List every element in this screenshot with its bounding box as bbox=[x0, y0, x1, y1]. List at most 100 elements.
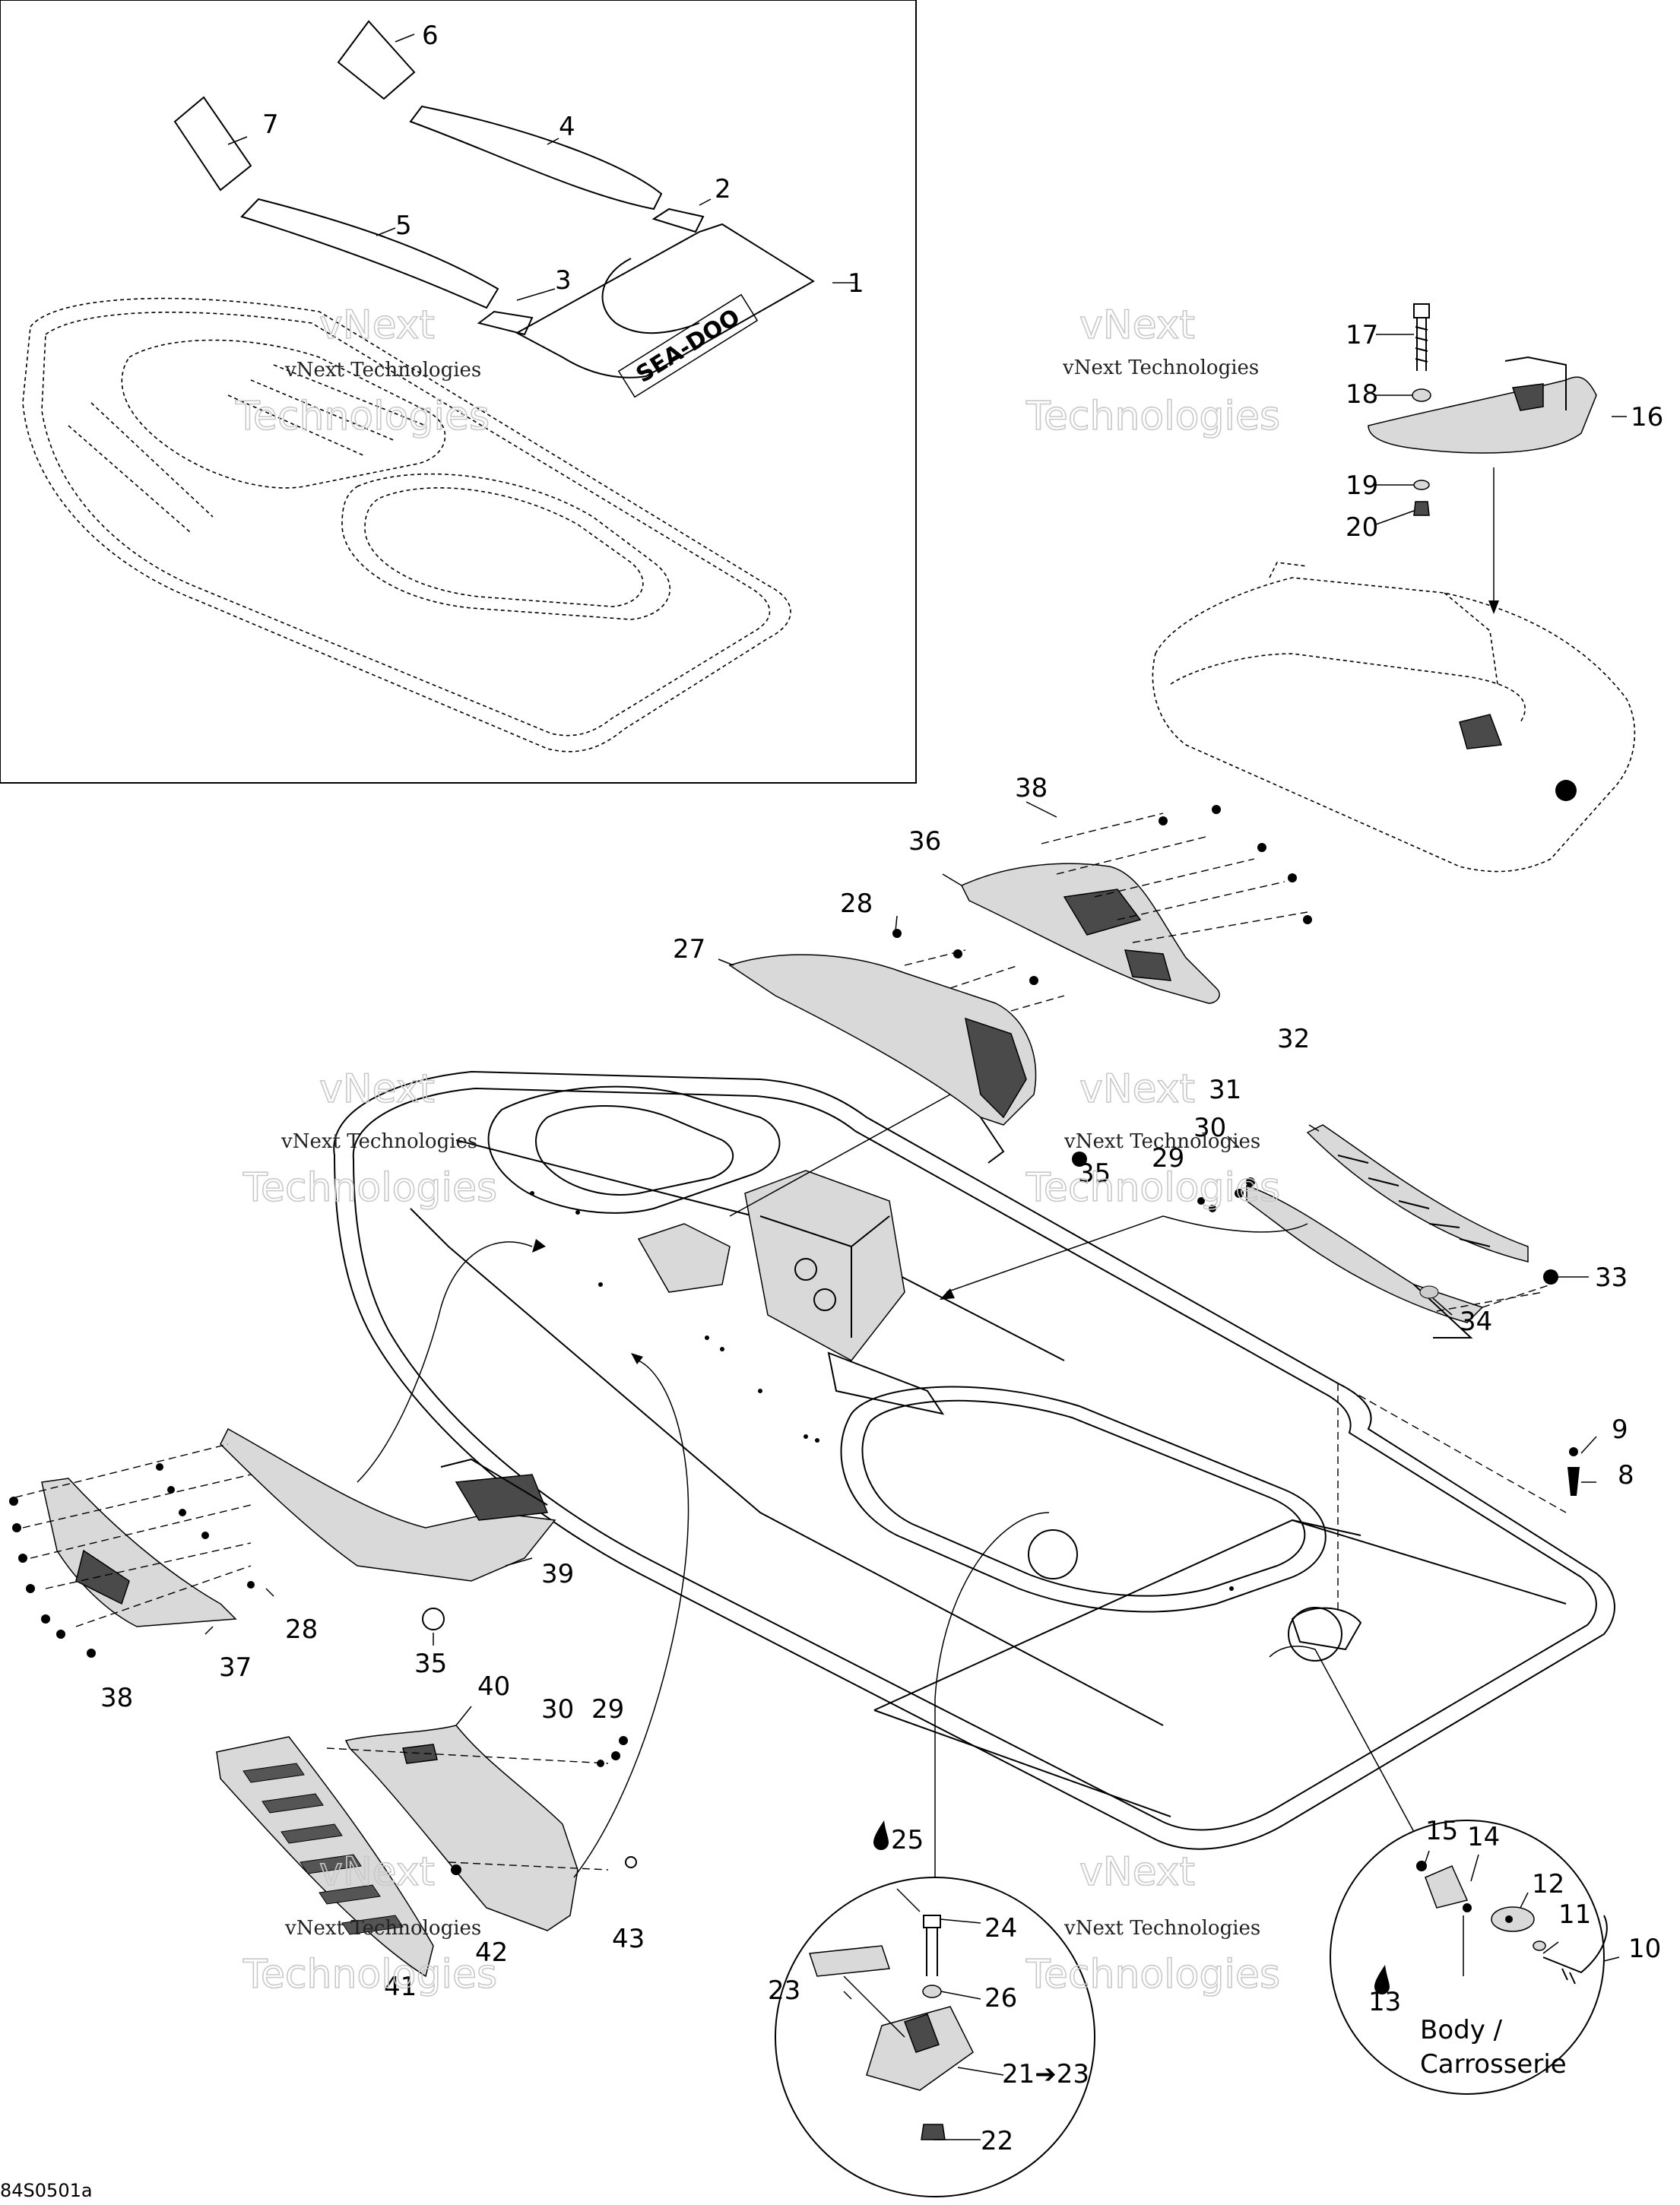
pad-23 bbox=[808, 1945, 891, 1977]
clip-9 bbox=[1569, 1447, 1578, 1456]
callout-7: 7 bbox=[262, 109, 279, 140]
grab-handle bbox=[1368, 376, 1597, 454]
svg-text:vNext: vNext bbox=[319, 1849, 435, 1895]
sea-doo-logo: SEA-DOO bbox=[617, 293, 759, 398]
callout-5: 5 bbox=[395, 211, 412, 241]
side-panel-40 bbox=[326, 1353, 689, 1931]
callout-30-right: 30 bbox=[1193, 1113, 1226, 1143]
callout-31: 31 bbox=[1209, 1075, 1241, 1105]
screw-35-top bbox=[1072, 1152, 1087, 1167]
callout-28-top: 28 bbox=[840, 889, 873, 919]
callout-8: 8 bbox=[1618, 1460, 1634, 1491]
decal-4 bbox=[409, 105, 663, 211]
rivets-28-left bbox=[156, 1463, 255, 1589]
callout-29-right: 29 bbox=[1152, 1143, 1184, 1174]
callout-13-group: 13 bbox=[1368, 1965, 1401, 2017]
washer-11 bbox=[1533, 1940, 1546, 1951]
decal-1 bbox=[515, 223, 815, 379]
callout-35-top: 35 bbox=[1078, 1158, 1111, 1189]
callout-40: 40 bbox=[477, 1671, 510, 1702]
svg-text:SEA-DOO: SEA-DOO bbox=[632, 304, 745, 388]
callout-20: 20 bbox=[1346, 512, 1378, 543]
mount-holes bbox=[530, 1191, 1234, 1591]
screw-42 bbox=[451, 1864, 461, 1875]
svg-text:Technologies: Technologies bbox=[235, 394, 490, 439]
svg-text:vNext: vNext bbox=[319, 1066, 435, 1112]
callout-25: 25 bbox=[891, 1825, 924, 1855]
svg-text:vNext Technologies: vNext Technologies bbox=[1063, 1917, 1260, 1940]
svg-text:Technologies: Technologies bbox=[1025, 1165, 1280, 1211]
watermark-6: vNext vNext Technologies Technologies bbox=[1025, 1849, 1281, 1998]
callout-13: 13 bbox=[1368, 1987, 1401, 2017]
washer-43 bbox=[625, 1856, 637, 1868]
drawing-code: 84S0501a bbox=[0, 2180, 93, 2201]
svg-text:Technologies: Technologies bbox=[1025, 1952, 1280, 1997]
callout-2: 2 bbox=[715, 174, 731, 204]
svg-text:vNext: vNext bbox=[1079, 1066, 1195, 1112]
callout-37: 37 bbox=[219, 1652, 252, 1683]
callout-38-top: 38 bbox=[1015, 773, 1048, 803]
rivets-28-top bbox=[892, 929, 1038, 985]
callout-42: 42 bbox=[475, 1937, 508, 1968]
callout-39: 39 bbox=[541, 1559, 574, 1589]
loctite-drop-icon bbox=[1374, 1965, 1390, 1994]
side-panel-39 bbox=[220, 1239, 556, 1582]
detail-circle-bracket bbox=[775, 1512, 1095, 2197]
callout-11: 11 bbox=[1558, 1899, 1591, 1930]
washer-34 bbox=[1419, 1285, 1439, 1299]
callout-6: 6 bbox=[422, 21, 439, 51]
washer-19 bbox=[1413, 480, 1430, 490]
callout-26: 26 bbox=[984, 1983, 1017, 2013]
callout-36: 36 bbox=[908, 826, 941, 857]
inset-hull-outline bbox=[22, 297, 791, 752]
loctite-drop-icon bbox=[873, 1820, 889, 1850]
svg-text:Technologies: Technologies bbox=[242, 1165, 497, 1211]
callout-10: 10 bbox=[1628, 1934, 1661, 1964]
callout-38-left: 38 bbox=[100, 1683, 133, 1713]
body-label-line2: Carrosserie bbox=[1420, 2049, 1567, 2080]
watermark-1: vNext vNext Technologies Technologies bbox=[234, 302, 490, 440]
nut-20 bbox=[1413, 501, 1430, 516]
svg-text:vNext Technologies: vNext Technologies bbox=[284, 1917, 481, 1940]
callout-14: 14 bbox=[1467, 1822, 1500, 1852]
callout-12: 12 bbox=[1532, 1869, 1564, 1899]
side-panel-41 bbox=[216, 1736, 434, 1978]
main-hull bbox=[333, 1070, 1615, 1850]
side-panel-27 bbox=[728, 949, 1065, 1217]
callout-15: 15 bbox=[1425, 1816, 1458, 1846]
decal-inset: SEA-DOO bbox=[0, 0, 917, 784]
callout-18: 18 bbox=[1346, 379, 1378, 410]
svg-text:Technologies: Technologies bbox=[1025, 394, 1280, 439]
leader-lines bbox=[204, 33, 1627, 2140]
hook-10 bbox=[1542, 1915, 1608, 1974]
screw-35-left bbox=[422, 1608, 445, 1630]
callout-17: 17 bbox=[1346, 320, 1378, 350]
seat bbox=[1152, 303, 1636, 873]
inset-frame bbox=[0, 0, 917, 784]
callout-19: 19 bbox=[1346, 470, 1378, 501]
callout-34: 34 bbox=[1460, 1307, 1492, 1337]
svg-text:vNext Technologies: vNext Technologies bbox=[1062, 356, 1259, 379]
svg-text:vNext Technologies: vNext Technologies bbox=[281, 1130, 477, 1153]
callout-41: 41 bbox=[384, 1972, 417, 2002]
decal-6 bbox=[337, 20, 416, 100]
callout-33: 33 bbox=[1595, 1262, 1628, 1293]
callout-25-group: 25 bbox=[873, 1820, 924, 1855]
decal-2 bbox=[651, 208, 705, 233]
decal-pieces: SEA-DOO bbox=[173, 20, 815, 398]
callout-32: 32 bbox=[1277, 1024, 1310, 1054]
detail-circle-body-clip bbox=[1269, 1607, 1608, 2095]
watermark-2: vNext vNext Technologies Technologies bbox=[1025, 302, 1281, 440]
nut-15 bbox=[1416, 1861, 1427, 1871]
watermark-5: vNext vNext Technologies Technologies bbox=[242, 1849, 498, 1998]
nut-22 bbox=[921, 2124, 946, 2140]
body-label-line1: Body / bbox=[1420, 2015, 1503, 2045]
decal-7 bbox=[173, 96, 252, 192]
svg-text:vNext: vNext bbox=[1079, 303, 1195, 348]
side-panel-32 bbox=[1306, 1124, 1529, 1262]
callout-9: 9 bbox=[1612, 1415, 1628, 1445]
screws-38-top bbox=[1159, 805, 1312, 924]
svg-text:Technologies: Technologies bbox=[242, 1952, 497, 1997]
